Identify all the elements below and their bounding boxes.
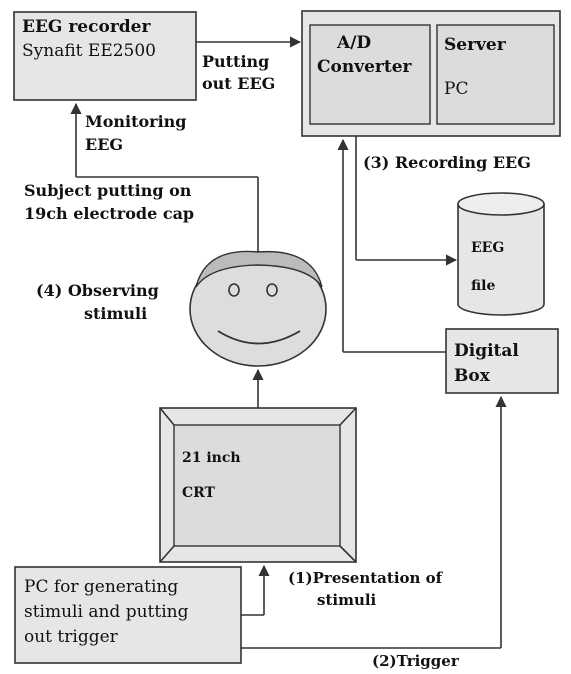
presentation-label-line1: (1)Presentation of xyxy=(288,569,444,587)
monitoring-label-line2: EEG xyxy=(85,135,123,154)
digital-box-line2: Box xyxy=(454,366,491,386)
crt-line1: 21 inch xyxy=(182,450,241,466)
digital-box: Digital Box xyxy=(445,328,559,394)
recording-label: (3) Recording EEG xyxy=(363,153,531,172)
observing-label-line1: (4) Observing xyxy=(36,281,159,300)
ad-converter-line1: A/D xyxy=(336,33,371,53)
ad-converter-box xyxy=(309,24,431,125)
crt-screen xyxy=(173,424,341,547)
subject-label-line1: Subject putting on xyxy=(24,181,192,200)
subject-head xyxy=(189,250,327,367)
trigger-label: (2)Trigger xyxy=(372,652,460,669)
subject-label-line2: 19ch electrode cap xyxy=(24,204,194,223)
observing-label-line2: stimuli xyxy=(84,304,147,323)
ad-converter-line2: Converter xyxy=(317,57,413,77)
eeg-file-line2: file xyxy=(471,278,495,294)
server-box xyxy=(436,24,555,125)
crt-line2: CRT xyxy=(182,485,216,501)
pc-generator-line1: PC for generating xyxy=(24,577,178,597)
eeg-recorder-title: EEG recorder xyxy=(22,17,151,37)
crt-monitor: 21 inch CRT xyxy=(159,407,357,563)
presentation-label-line2: stimuli xyxy=(317,591,377,609)
server-title: Server xyxy=(444,35,507,55)
electrode-cap xyxy=(195,250,323,288)
putting-out-label-line2: out EEG xyxy=(202,74,275,93)
eeg-recorder-model: Synafit EE2500 xyxy=(22,41,156,61)
right-eye xyxy=(266,283,278,297)
eeg-file-line1: EEG xyxy=(471,240,504,256)
pc-generator-line3: out trigger xyxy=(24,627,119,647)
digital-box-line1: Digital xyxy=(454,341,519,361)
monitoring-label-line1: Monitoring xyxy=(85,112,186,131)
eeg-recorder-box: EEG recorder Synafit EE2500 xyxy=(13,11,197,101)
smile xyxy=(217,330,301,345)
eeg-file-cylinder: EEG file xyxy=(457,192,545,316)
putting-out-label-line1: Putting xyxy=(202,52,269,71)
left-eye xyxy=(228,283,240,297)
pc-generator-line2: stimuli and putting xyxy=(24,602,189,622)
server-sub: PC xyxy=(444,79,468,99)
ad-server-box: A/D Converter Server PC xyxy=(301,10,561,137)
pc-generator-box: PC for generating stimuli and putting ou… xyxy=(14,566,242,664)
